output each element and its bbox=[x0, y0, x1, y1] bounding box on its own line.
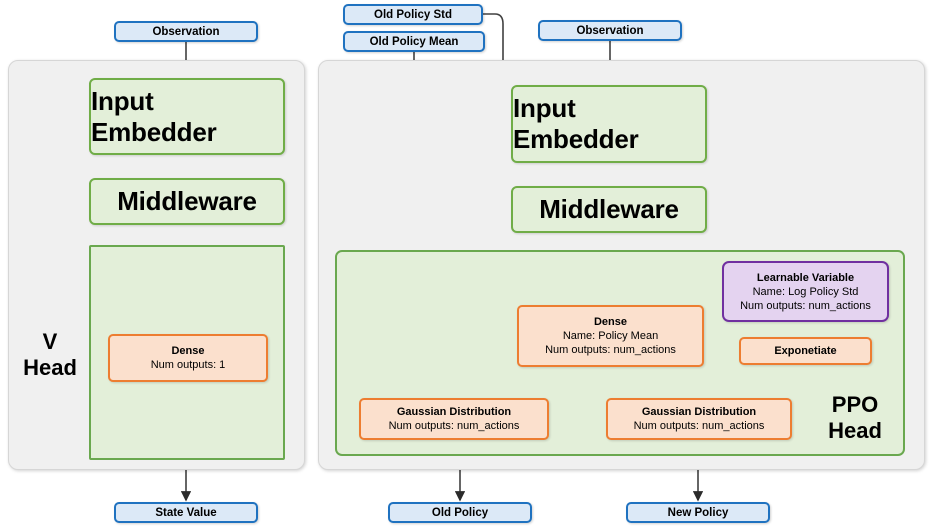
ppo-gaussian-old-title: Gaussian Distribution bbox=[396, 406, 512, 418]
input-observation-v-label: Observation bbox=[152, 25, 220, 38]
v-head-label-line2: Head bbox=[23, 355, 77, 380]
input-old-policy-std-label: Old Policy Std bbox=[374, 8, 452, 21]
v-input-embedder[interactable]: Input Embedder bbox=[89, 78, 285, 155]
v-dense-num-outputs: Num outputs: 1 bbox=[150, 359, 226, 371]
ppo-input-embedder-label: Input Embedder bbox=[513, 93, 639, 154]
input-old-policy-mean[interactable]: Old Policy Mean bbox=[343, 31, 485, 52]
input-old-policy-std[interactable]: Old Policy Std bbox=[343, 4, 483, 25]
input-old-policy-mean-label: Old Policy Mean bbox=[369, 35, 459, 48]
input-observation-ppo-label: Observation bbox=[576, 24, 644, 37]
output-state-value-label: State Value bbox=[155, 506, 217, 519]
ppo-head-label-line1: PPO bbox=[831, 392, 879, 417]
ppo-exponetiate-label: Exponetiate bbox=[774, 345, 837, 357]
ppo-dense-num-outputs: Num outputs: num_actions bbox=[545, 344, 676, 356]
ppo-gaussian-new-title: Gaussian Distribution bbox=[641, 406, 757, 418]
output-old-policy-label: Old Policy bbox=[431, 506, 489, 519]
v-head-label-line1: V bbox=[42, 329, 58, 354]
ppo-input-embedder[interactable]: Input Embedder bbox=[511, 85, 707, 163]
ppo-learnable-variable-log-policy-std[interactable]: Learnable Variable Name: Log Policy Std … bbox=[722, 261, 889, 322]
ppo-gaussian-distribution-new[interactable]: Gaussian Distribution Num outputs: num_a… bbox=[606, 398, 792, 440]
output-new-policy[interactable]: New Policy bbox=[626, 502, 770, 523]
v-middleware[interactable]: Middleware bbox=[89, 178, 285, 225]
input-observation-ppo[interactable]: Observation bbox=[538, 20, 682, 41]
v-dense-block[interactable]: Dense Num outputs: 1 bbox=[108, 334, 268, 382]
ppo-middleware[interactable]: Middleware bbox=[511, 186, 707, 233]
ppo-gaussian-old-num-outputs: Num outputs: num_actions bbox=[388, 420, 520, 432]
ppo-dense-policy-mean[interactable]: Dense Name: Policy Mean Num outputs: num… bbox=[517, 305, 704, 367]
ppo-middleware-label: Middleware bbox=[539, 194, 679, 224]
v-input-embedder-label: Input Embedder bbox=[91, 85, 217, 147]
ppo-head-label: PPO Head bbox=[812, 387, 898, 449]
input-observation-v[interactable]: Observation bbox=[114, 21, 258, 42]
ppo-learnable-variable-title: Learnable Variable bbox=[756, 271, 855, 284]
output-old-policy[interactable]: Old Policy bbox=[388, 502, 532, 523]
v-head-label: V Head bbox=[14, 320, 86, 390]
ppo-head-label-line2: Head bbox=[828, 418, 882, 443]
ppo-learnable-variable-num-outputs: Num outputs: num_actions bbox=[740, 299, 871, 312]
ppo-dense-name: Name: Policy Mean bbox=[562, 330, 659, 342]
ppo-gaussian-distribution-old[interactable]: Gaussian Distribution Num outputs: num_a… bbox=[359, 398, 549, 440]
v-dense-title: Dense bbox=[171, 345, 205, 357]
ppo-gaussian-new-num-outputs: Num outputs: num_actions bbox=[633, 420, 765, 432]
v-middleware-label: Middleware bbox=[117, 186, 257, 216]
output-new-policy-label: New Policy bbox=[667, 506, 729, 519]
ppo-exponetiate[interactable]: Exponetiate bbox=[739, 337, 872, 365]
output-state-value[interactable]: State Value bbox=[114, 502, 258, 523]
ppo-learnable-variable-name: Name: Log Policy Std bbox=[752, 285, 859, 298]
ppo-dense-title: Dense bbox=[593, 316, 628, 328]
